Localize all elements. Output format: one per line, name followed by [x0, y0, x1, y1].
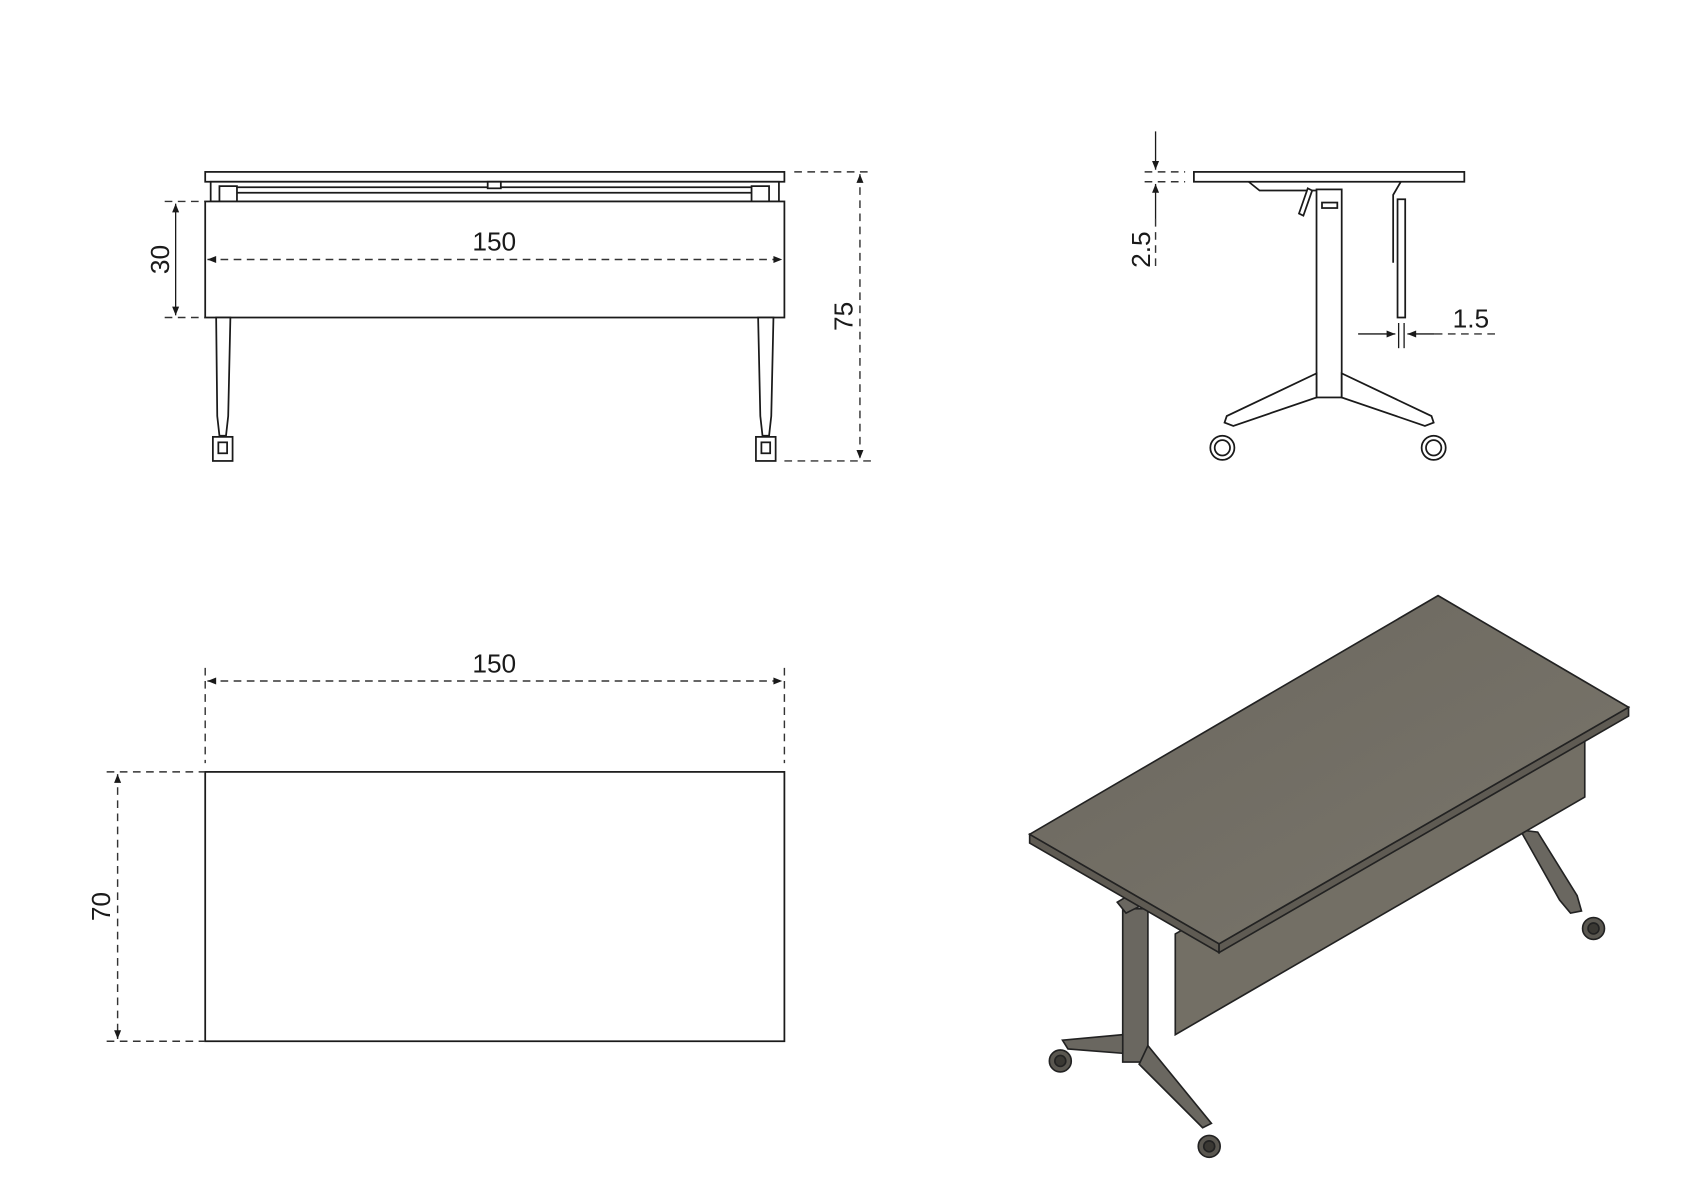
dimension-1.5: 1.5: [1358, 303, 1498, 349]
panel-thickness-label: 1.5: [1453, 303, 1490, 333]
total-height-label: 75: [828, 302, 858, 331]
side-view: 2.5 1.5: [1126, 131, 1498, 461]
front-panel-height-label: 30: [145, 245, 175, 274]
plan-view: 150 70: [86, 648, 786, 1043]
plan-tabletop: [204, 771, 786, 1043]
dimension-30: 30: [145, 200, 206, 319]
dimension-70: 70: [86, 771, 206, 1042]
front-underframe: [209, 180, 780, 203]
front-width-label: 150: [472, 227, 516, 257]
front-tabletop: [204, 171, 786, 183]
iso-back-leg: [1518, 828, 1606, 941]
dimension-150-plan: 150: [204, 648, 786, 764]
top-thickness-label: 2.5: [1126, 231, 1156, 268]
side-column: [1315, 188, 1343, 399]
dimension-150-front: 150: [207, 227, 783, 263]
dimension-75: 75: [784, 171, 871, 462]
front-view: 30 150 75: [145, 171, 871, 462]
plan-depth-label: 70: [86, 892, 116, 921]
iso-tabletop: [1028, 594, 1631, 954]
side-base: [1209, 371, 1447, 461]
front-right-leg: [755, 316, 777, 462]
front-left-leg: [211, 316, 234, 462]
isometric-view: [1028, 594, 1631, 1159]
side-panel: [1396, 198, 1407, 319]
plan-width-label: 150: [472, 648, 516, 678]
side-lever: [1297, 187, 1314, 217]
dimension-2.5: 2.5: [1126, 131, 1186, 272]
side-tabletop: [1193, 171, 1466, 183]
